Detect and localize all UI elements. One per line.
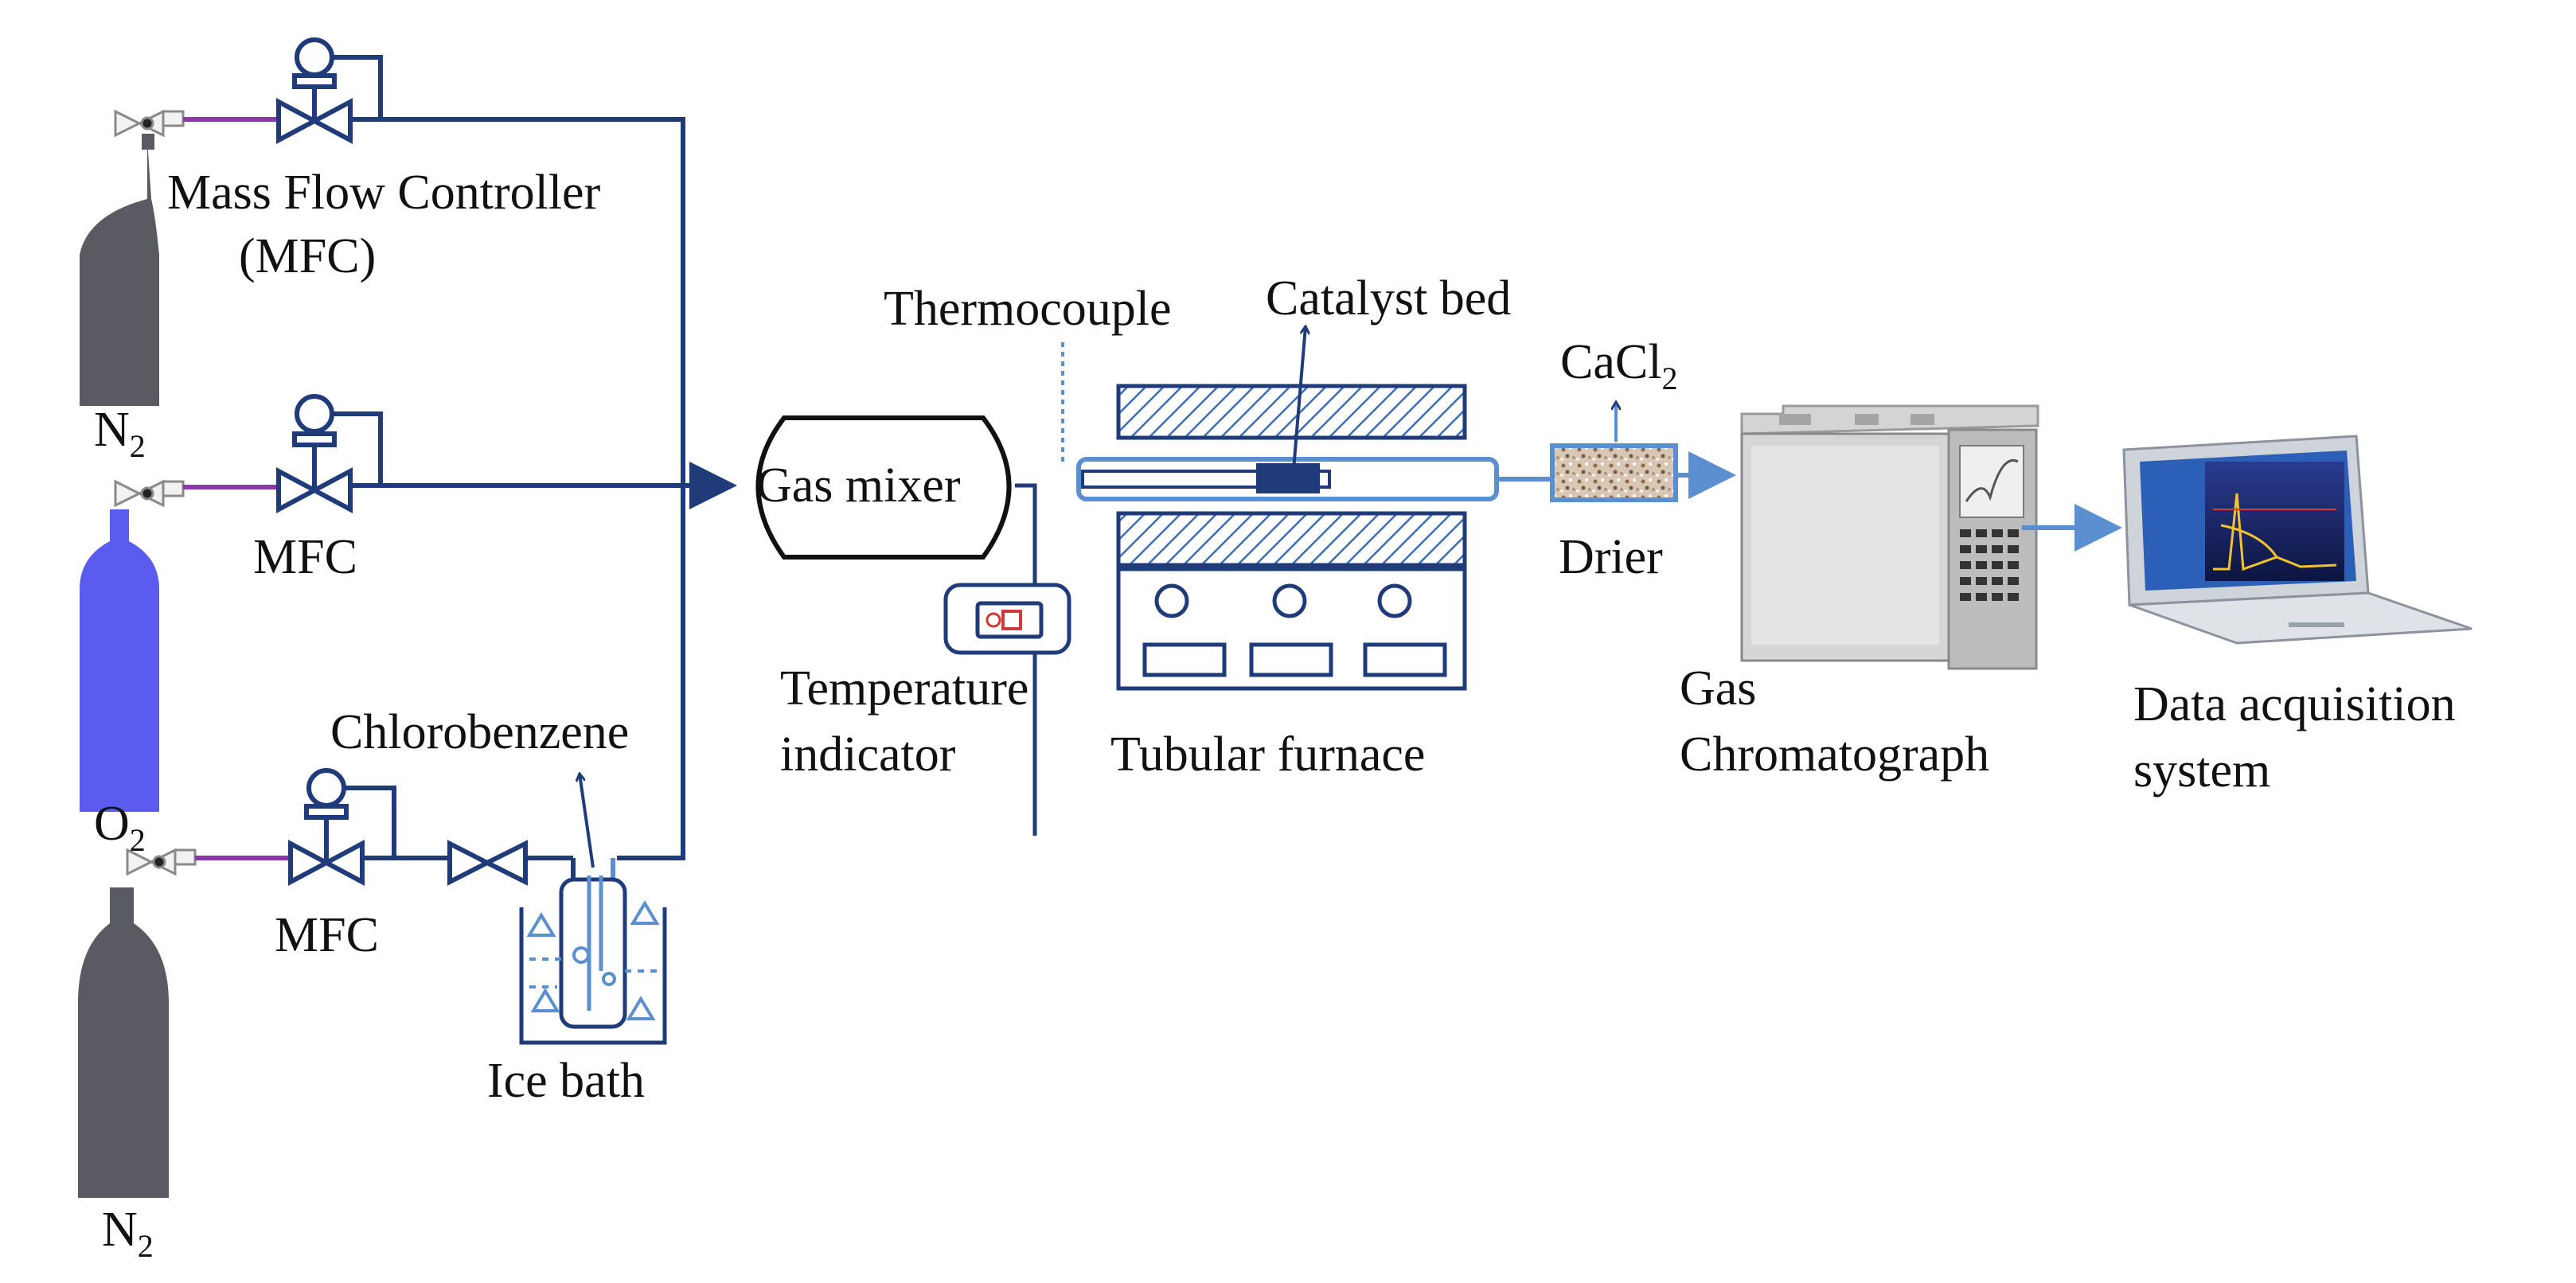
- gas-cylinder-icon: [78, 887, 169, 1198]
- labels: Mass Flow Controller (MFC) N2 MFC Chloro…: [94, 166, 2456, 1264]
- n2-bottom-symbol: N: [102, 1203, 138, 1257]
- n2-bottom-subscript: 2: [138, 1228, 154, 1264]
- tubular-furnace-label: Tubular furnace: [1110, 727, 1425, 782]
- n2-top-subscript: 2: [130, 428, 146, 464]
- cylinder-valve-3: [126, 848, 197, 876]
- computer-icon: [2122, 435, 2473, 645]
- o2-label: O2: [94, 797, 146, 858]
- catalyst-bed-pointer: [1292, 326, 1306, 470]
- chlorobenzene-label: Chlorobenzene: [330, 705, 629, 759]
- o2-symbol: O: [94, 797, 130, 851]
- gas-chromatograph-label-line1: Gas: [1680, 661, 1756, 716]
- purple-tubes: [183, 117, 291, 860]
- gas-mixer-label: Gas mixer: [756, 458, 961, 513]
- mfc-icon: [276, 37, 383, 144]
- n2-top-label: N2: [94, 403, 146, 464]
- mfc-icon: [276, 394, 383, 513]
- mfc-middle-label: MFC: [253, 530, 357, 584]
- mfc-middle: [276, 394, 383, 513]
- cylinder-valve-1: [114, 109, 185, 138]
- valve-icon: [114, 109, 165, 138]
- ice-bath-label: Ice bath: [487, 1054, 645, 1108]
- gas-cylinder-icon: [80, 509, 159, 812]
- data-acquisition-label-line1: Data acquisition: [2133, 677, 2456, 731]
- catalyst-bed-label: Catalyst bed: [1266, 271, 1511, 326]
- o2-subscript: 2: [130, 822, 146, 858]
- temperature-indicator-label-line1: Temperature: [780, 661, 1028, 716]
- piping-dark: [381, 117, 1037, 915]
- mfc-icon: [288, 768, 396, 886]
- gas-mixer: [755, 415, 1012, 560]
- mfc-top-label-line2: (MFC): [239, 229, 376, 283]
- cacl2-label: CaCl2: [1560, 335, 1677, 396]
- gas-cylinder-icon: [80, 139, 159, 406]
- gas-cylinder-n2-top: [80, 134, 159, 406]
- mfc-top: [276, 37, 383, 144]
- n2-bottom-label: N2: [102, 1203, 154, 1264]
- valve-icon: [126, 848, 177, 876]
- tubular-furnace: [1076, 384, 1499, 691]
- temperature-indicator-label-line2: indicator: [780, 727, 956, 782]
- mfc-bottom-label: MFC: [275, 908, 379, 962]
- chlorobenzene-pointer: [580, 774, 595, 868]
- valve-icon: [447, 840, 528, 886]
- gas-cylinder-o2: [80, 509, 159, 812]
- gas-chromatograph-label-line2: Chromatograph: [1680, 727, 1989, 782]
- gas-chromatograph-icon: [1740, 404, 2039, 670]
- catalyst-bed-block: [1256, 463, 1320, 493]
- valve-icon: [114, 479, 165, 508]
- cylinder-valve-2: [114, 479, 185, 508]
- ice-bath: [519, 875, 667, 1045]
- mfc-bottom: [288, 768, 396, 886]
- gas-cylinder-n2-bottom: [78, 887, 169, 1198]
- drier-label: Drier: [1559, 530, 1663, 584]
- drier: [1550, 443, 1678, 502]
- mfc-top-label-line1: Mass Flow Controller: [167, 166, 601, 220]
- temperature-indicator: [943, 583, 1071, 655]
- data-acquisition-label-line2: system: [2133, 743, 2270, 797]
- thermocouple-label: Thermocouple: [884, 282, 1172, 336]
- n2-top-symbol: N: [94, 403, 130, 457]
- valve-bottom-line: [447, 840, 528, 886]
- cacl2-symbol: CaCl: [1560, 335, 1661, 389]
- cacl2-subscript: 2: [1661, 361, 1677, 396]
